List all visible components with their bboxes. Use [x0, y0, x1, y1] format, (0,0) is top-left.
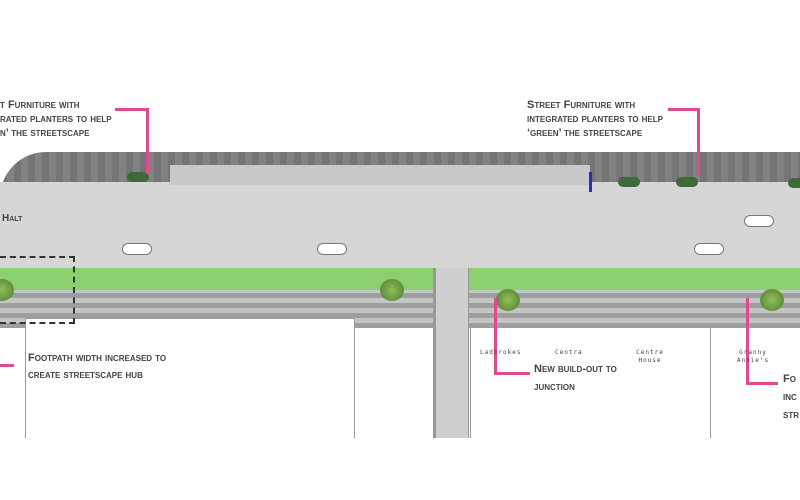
car — [694, 243, 724, 255]
shop-granny-annies: Granny Annie's — [736, 349, 770, 364]
annotation-line: junction — [534, 381, 575, 393]
tree — [760, 289, 784, 311]
car — [744, 215, 774, 227]
shop-centre-house: Centre House — [636, 349, 664, 364]
annotation-right-clipped: Fo inc str — [783, 370, 799, 424]
tree — [496, 289, 520, 311]
halt-label: Halt — [2, 213, 23, 224]
annotation-right-furniture: Street Furniture with integrated planter… — [527, 98, 663, 140]
annotation-line: ‘green’ the streetscape — [527, 127, 643, 139]
leader-line — [146, 108, 149, 174]
annotation-line: t Furniture with — [0, 99, 80, 111]
annotation-line: create streetscape hub — [28, 369, 143, 381]
carriageway — [0, 182, 800, 268]
annotation-line: Street Furniture with — [527, 99, 636, 111]
annotation-buildout: New build-out to junction — [534, 360, 617, 396]
leader-line — [115, 108, 149, 111]
annotation-line: Fo — [783, 373, 796, 385]
leader-line — [697, 108, 700, 176]
tree — [0, 279, 14, 301]
leader-line — [0, 364, 14, 367]
annotation-line: str — [783, 409, 799, 421]
building — [25, 318, 355, 438]
annotation-line: rated planters to help — [0, 113, 112, 125]
leader-line — [746, 298, 749, 384]
annotation-line: New build-out to — [534, 363, 617, 375]
annotation-footpath: Footpath width increased to create stree… — [28, 350, 166, 384]
side-lane — [433, 268, 469, 438]
annotation-line: inc — [783, 391, 797, 403]
leader-line — [494, 372, 530, 375]
leader-line — [668, 108, 700, 111]
bus-stop-marker — [589, 172, 592, 192]
planter — [127, 172, 149, 182]
shop-centra: Centra — [555, 349, 583, 356]
building — [470, 328, 710, 438]
annotation-line: n’ the streetscape — [0, 127, 90, 139]
parking-outline — [0, 256, 75, 324]
leader-line — [746, 382, 778, 385]
planter — [676, 177, 698, 187]
leader-line — [494, 298, 497, 374]
tree — [380, 279, 404, 301]
north-footway-inner — [170, 165, 590, 185]
annotation-line: Footpath width increased to — [28, 352, 167, 364]
annotation-line: integrated planters to help — [527, 113, 663, 125]
annotation-left-furniture: t Furniture with rated planters to help … — [0, 98, 112, 140]
car — [317, 243, 347, 255]
grass-strip — [0, 268, 800, 290]
planter — [618, 177, 640, 187]
planter — [788, 178, 800, 188]
shop-ladbrokes: Ladbrokes — [480, 349, 522, 356]
car — [122, 243, 152, 255]
